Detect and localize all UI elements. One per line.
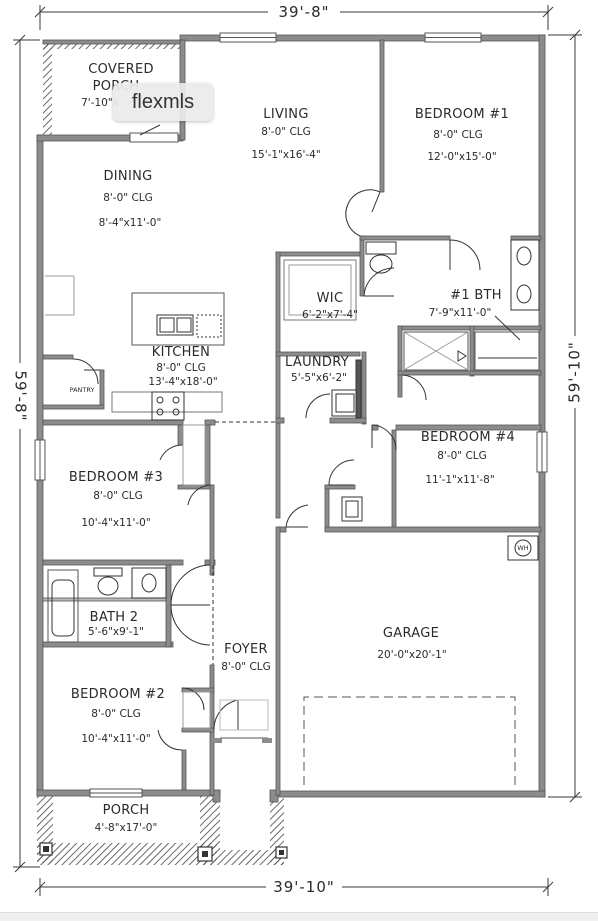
foyer-name: FOYER <box>224 642 268 657</box>
watermark-text: flexmls <box>131 90 195 113</box>
bottom-dimension-bg <box>266 879 342 895</box>
porch-name: PORCH <box>103 803 150 818</box>
kitchen-size: 13'-4"x18'-0" <box>148 376 217 388</box>
bedroom2-name: BEDROOM #2 <box>71 687 165 702</box>
covered-porch-size: 7'-10"x <box>81 97 119 109</box>
bedroom3-name: BEDROOM #3 <box>69 470 163 485</box>
foyer-clg: 8'-0" CLG <box>221 661 271 673</box>
bedroom4-name: BEDROOM #4 <box>421 430 515 445</box>
top-dimension-bg <box>268 4 340 20</box>
dining-clg: 8'-0" CLG <box>103 192 153 204</box>
doors <box>72 124 521 751</box>
room-labels: COVERED PORCH 7'-10"x LIVING 8'-0" CLG 1… <box>69 62 515 834</box>
bedroom3-clg: 8'-0" CLG <box>93 490 143 502</box>
left-dimension: 59'-8" <box>12 370 30 421</box>
bedroom4-size: 11'-1"x11'-8" <box>425 474 494 486</box>
bath1-name: #1 BTH <box>450 288 502 303</box>
water-heater-label: WH <box>517 544 528 552</box>
garage-name: GARAGE <box>383 626 439 641</box>
dining-name: DINING <box>103 169 152 184</box>
bedroom3-size: 10'-4"x11'-0" <box>81 517 150 529</box>
bottom-dimension: 39'-10" <box>273 878 335 896</box>
porch-hatch <box>37 40 288 865</box>
wic-name: WIC <box>317 291 344 306</box>
living-clg: 8'-0" CLG <box>261 126 311 138</box>
bath2-name: BATH 2 <box>90 610 139 625</box>
bedroom1-name: BEDROOM #1 <box>415 107 509 122</box>
bedroom2-size: 10'-4"x11'-0" <box>81 733 150 745</box>
right-dimension: 59'-10" <box>566 341 584 403</box>
right-dimension-bg <box>566 336 584 408</box>
bedroom1-clg: 8'-0" CLG <box>433 129 483 141</box>
bath1-size: 7'-9"x11'-0" <box>429 307 492 319</box>
top-dimension: 39'-8" <box>278 3 329 21</box>
pantry-label: PANTRY <box>70 386 95 394</box>
bottom-edge <box>0 912 598 921</box>
porch-size: 4'-8"x17'-0" <box>95 822 158 834</box>
kitchen-name: KITCHEN <box>152 345 210 360</box>
dining-size: 8'-4"x11'-0" <box>99 217 162 229</box>
laundry-name: LAUNDRY <box>285 355 349 370</box>
kitchen-clg: 8'-0" CLG <box>156 362 206 374</box>
fixtures <box>45 239 540 785</box>
bedroom1-size: 12'-0"x15'-0" <box>427 151 496 163</box>
covered-porch-name-1: COVERED <box>88 62 154 77</box>
garage-size: 20'-0"x20'-1" <box>377 649 446 661</box>
bedroom4-clg: 8'-0" CLG <box>437 450 487 462</box>
windows <box>34 32 548 798</box>
watermark: flexmls <box>113 83 213 121</box>
left-dimension-bg <box>11 363 29 429</box>
bedroom2-clg: 8'-0" CLG <box>91 708 141 720</box>
laundry-size: 5'-5"x6'-2" <box>291 372 347 384</box>
living-name: LIVING <box>263 107 308 122</box>
bath2-size: 5'-6"x9'-1" <box>88 626 144 638</box>
living-size: 15'-1"x16'-4" <box>251 149 320 161</box>
wic-size: 6'-2"x7'-4" <box>302 309 358 321</box>
